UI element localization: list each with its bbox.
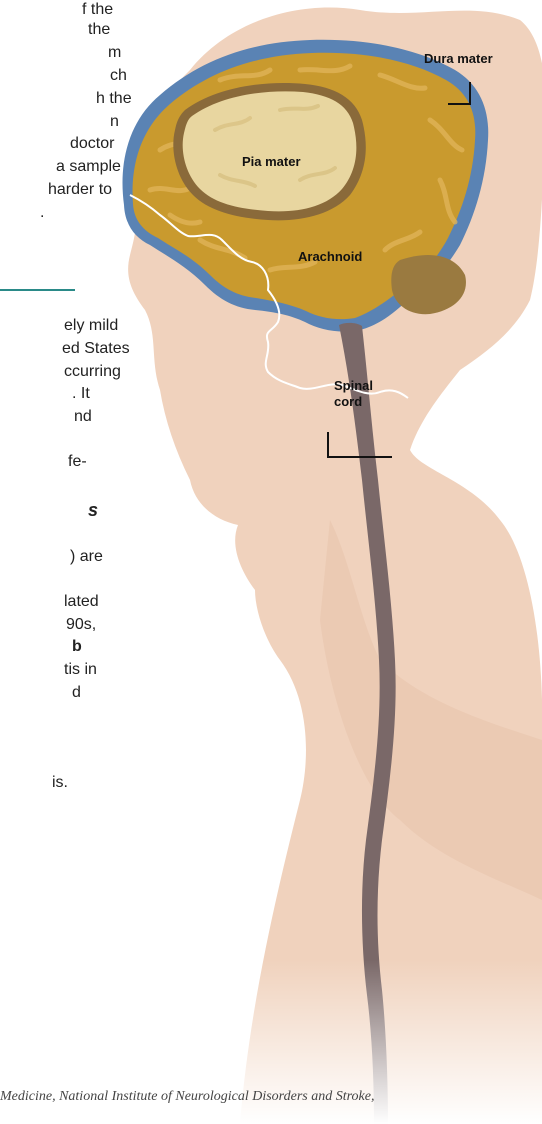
text-line: tis in [64,660,97,680]
text-line: ed States [62,339,130,359]
pia-mater [183,91,357,211]
text-line: h the [96,89,132,109]
text-line: ccurring [64,362,121,382]
text-line: ch [110,66,127,86]
clipped-text-column: f the the m ch h the n doctor a sample h… [0,0,130,1124]
text-line: 90s, [66,615,96,635]
text-line: d [72,683,81,703]
text-line: fe- [68,452,87,472]
label-spinal-cord-1: Spinal [334,378,373,393]
label-spinal-cord-2: cord [334,394,362,409]
text-line: a sample [56,157,121,177]
text-line: lated [64,592,99,612]
text-line: m [108,43,121,63]
text-line: the [88,20,110,40]
source-credit: Medicine, National Institute of Neurolog… [0,1089,542,1113]
text-line: nd [74,407,92,427]
text-line: ely mild [64,316,118,336]
text-line: . [40,203,44,223]
text-line: ) are [70,547,103,567]
section-divider [0,289,75,291]
text-line: n [110,112,119,132]
text-line: s [88,500,98,520]
label-pia-mater: Pia mater [242,154,301,169]
label-arachnoid: Arachnoid [298,249,362,264]
text-line: f the [82,0,113,20]
text-line: . It [72,384,90,404]
text-line: is. [52,773,68,793]
text-line: b [72,637,82,657]
label-dura-mater: Dura mater [424,51,493,66]
text-line: harder to [48,180,112,200]
text-line: doctor [70,134,114,154]
